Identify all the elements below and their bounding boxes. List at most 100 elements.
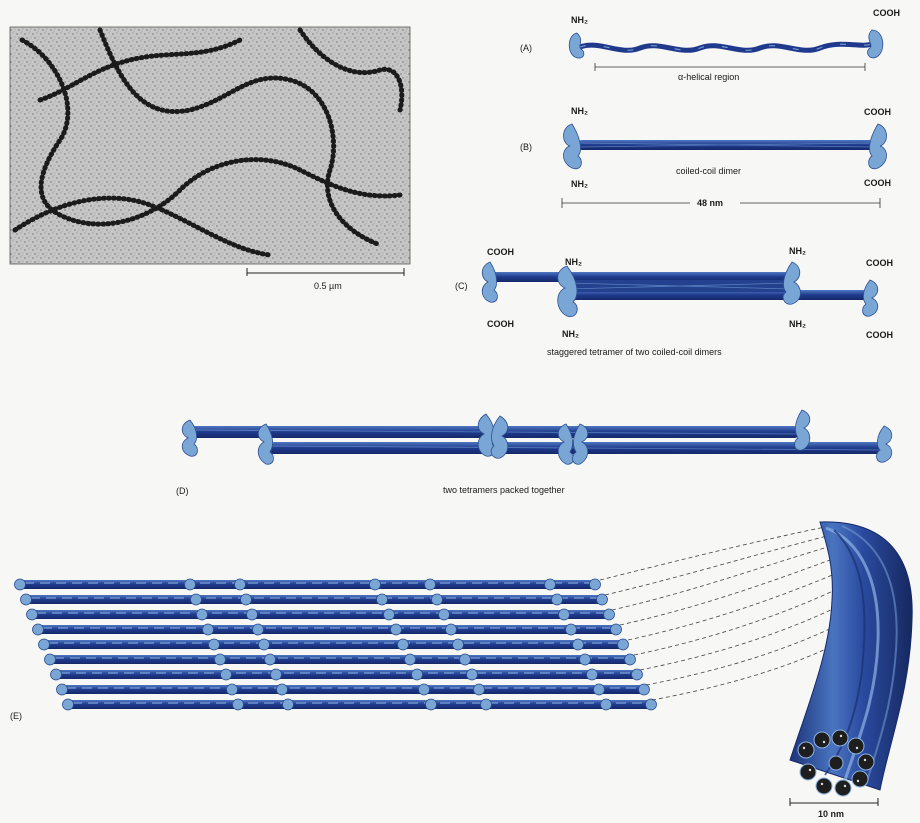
lattice-globule — [203, 624, 214, 635]
lattice-globule — [63, 699, 74, 710]
tetramer-nh2-right-globule — [783, 262, 800, 304]
panel-c-nh2-tl: NH₂ — [565, 257, 582, 267]
panel-b-nh2-bottom: NH₂ — [571, 179, 588, 189]
lattice-filament — [56, 670, 637, 679]
lattice-globule — [597, 594, 608, 605]
lattice-globule — [446, 624, 457, 635]
lattice-globule — [474, 684, 485, 695]
panel-c-nh2-br: NH₂ — [789, 319, 806, 329]
lattice-filament — [20, 580, 595, 589]
lattice-filament — [32, 610, 609, 619]
lattice-globule — [209, 639, 220, 650]
cable-scale-label: 10 nm — [818, 809, 844, 819]
lattice-globule — [566, 624, 577, 635]
lattice-globule — [259, 639, 270, 650]
panel-b-cooh-top: COOH — [864, 107, 891, 117]
lattice-globule — [460, 654, 471, 665]
panel-c-nh2-bl: NH₂ — [562, 329, 579, 339]
lattice-globule — [646, 699, 657, 710]
panel-c-cooh-bl: COOH — [487, 319, 514, 329]
lattice-globule — [453, 639, 464, 650]
lattice-globule — [370, 579, 381, 590]
lattice-globule — [481, 699, 492, 710]
filament-lattice — [15, 579, 657, 710]
lattice-globule — [283, 699, 294, 710]
lattice-globule — [265, 654, 276, 665]
panel-c: (C) COOH COOH NH₂ NH₂ NH₂ NH₂ COOH COOH … — [455, 246, 893, 357]
lattice-globule — [51, 669, 62, 680]
lattice-globule — [191, 594, 202, 605]
lattice-globule — [39, 639, 50, 650]
lattice-filament — [44, 640, 623, 649]
lattice-globule — [618, 639, 629, 650]
packed-globule — [877, 426, 892, 462]
lattice-globule — [227, 684, 238, 695]
electron-micrograph: 0.5 µm — [10, 27, 410, 291]
panel-b-cooh-bottom: COOH — [864, 178, 891, 188]
micrograph-scale-label: 0.5 µm — [314, 281, 342, 291]
lattice-globule — [233, 699, 244, 710]
alpha-helical-region-label: α-helical region — [678, 72, 739, 82]
lattice-globule — [552, 594, 563, 605]
lattice-filament — [50, 655, 630, 664]
panel-a: (A) NH₂ COOH α-helical region — [520, 8, 900, 82]
lattice-globule — [33, 624, 44, 635]
panel-c-nh2-tr: NH₂ — [789, 246, 806, 256]
filament-cable — [790, 522, 912, 796]
lattice-globule — [27, 609, 38, 620]
lattice-globule — [625, 654, 636, 665]
tetramer-cooh-right-globule — [863, 280, 878, 316]
panel-c-cooh-tr: COOH — [866, 258, 893, 268]
lattice-globule — [632, 669, 643, 680]
lattice-globule — [271, 669, 282, 680]
lattice-globule — [573, 639, 584, 650]
lattice-globule — [247, 609, 258, 620]
panel-b-tag: (B) — [520, 142, 532, 152]
dimer-length-label: 48 nm — [697, 198, 723, 208]
lattice-globule — [21, 594, 32, 605]
lattice-globule — [587, 669, 598, 680]
lattice-globule — [412, 669, 423, 680]
panel-a-tag: (A) — [520, 43, 532, 53]
panel-d: (D) two tetramers packed together — [176, 410, 892, 496]
lattice-globule — [241, 594, 252, 605]
lattice-globule — [57, 684, 68, 695]
two-tetramers-label: two tetramers packed together — [443, 485, 565, 495]
lattice-globule — [405, 654, 416, 665]
lattice-globule — [277, 684, 288, 695]
dimer-cooh-globule — [869, 124, 887, 169]
lattice-filament — [38, 625, 616, 634]
lattice-globule — [594, 684, 605, 695]
packed-globule — [795, 410, 810, 450]
lattice-globule — [215, 654, 226, 665]
lattice-globule — [185, 579, 196, 590]
panel-a-nh2-label: NH₂ — [571, 15, 588, 25]
lattice-globule — [601, 699, 612, 710]
panel-b: (B) NH₂ NH₂ COOH COOH coiled-coil dimer … — [520, 106, 891, 208]
lattice-globule — [604, 609, 615, 620]
lattice-globule — [545, 579, 556, 590]
panel-c-cooh-tl: COOH — [487, 247, 514, 257]
lattice-globule — [398, 639, 409, 650]
lattice-globule — [611, 624, 622, 635]
lattice-filament — [62, 685, 644, 694]
panel-c-tag: (C) — [455, 281, 468, 291]
lattice-globule — [377, 594, 388, 605]
lattice-globule — [391, 624, 402, 635]
lattice-filament — [68, 700, 651, 709]
lattice-globule — [580, 654, 591, 665]
lattice-globule — [384, 609, 395, 620]
panel-c-cooh-br: COOH — [866, 330, 893, 340]
lattice-globule — [419, 684, 430, 695]
lattice-globule — [467, 669, 478, 680]
panel-e: (E) — [10, 522, 912, 819]
lattice-globule — [197, 609, 208, 620]
lattice-globule — [432, 594, 443, 605]
lattice-globule — [235, 579, 246, 590]
panel-a-cooh-label: COOH — [873, 8, 900, 18]
packed-globule — [182, 420, 197, 456]
panel-b-nh2-top: NH₂ — [571, 106, 588, 116]
lattice-globule — [45, 654, 56, 665]
lattice-globule — [639, 684, 650, 695]
lattice-globule — [425, 579, 436, 590]
